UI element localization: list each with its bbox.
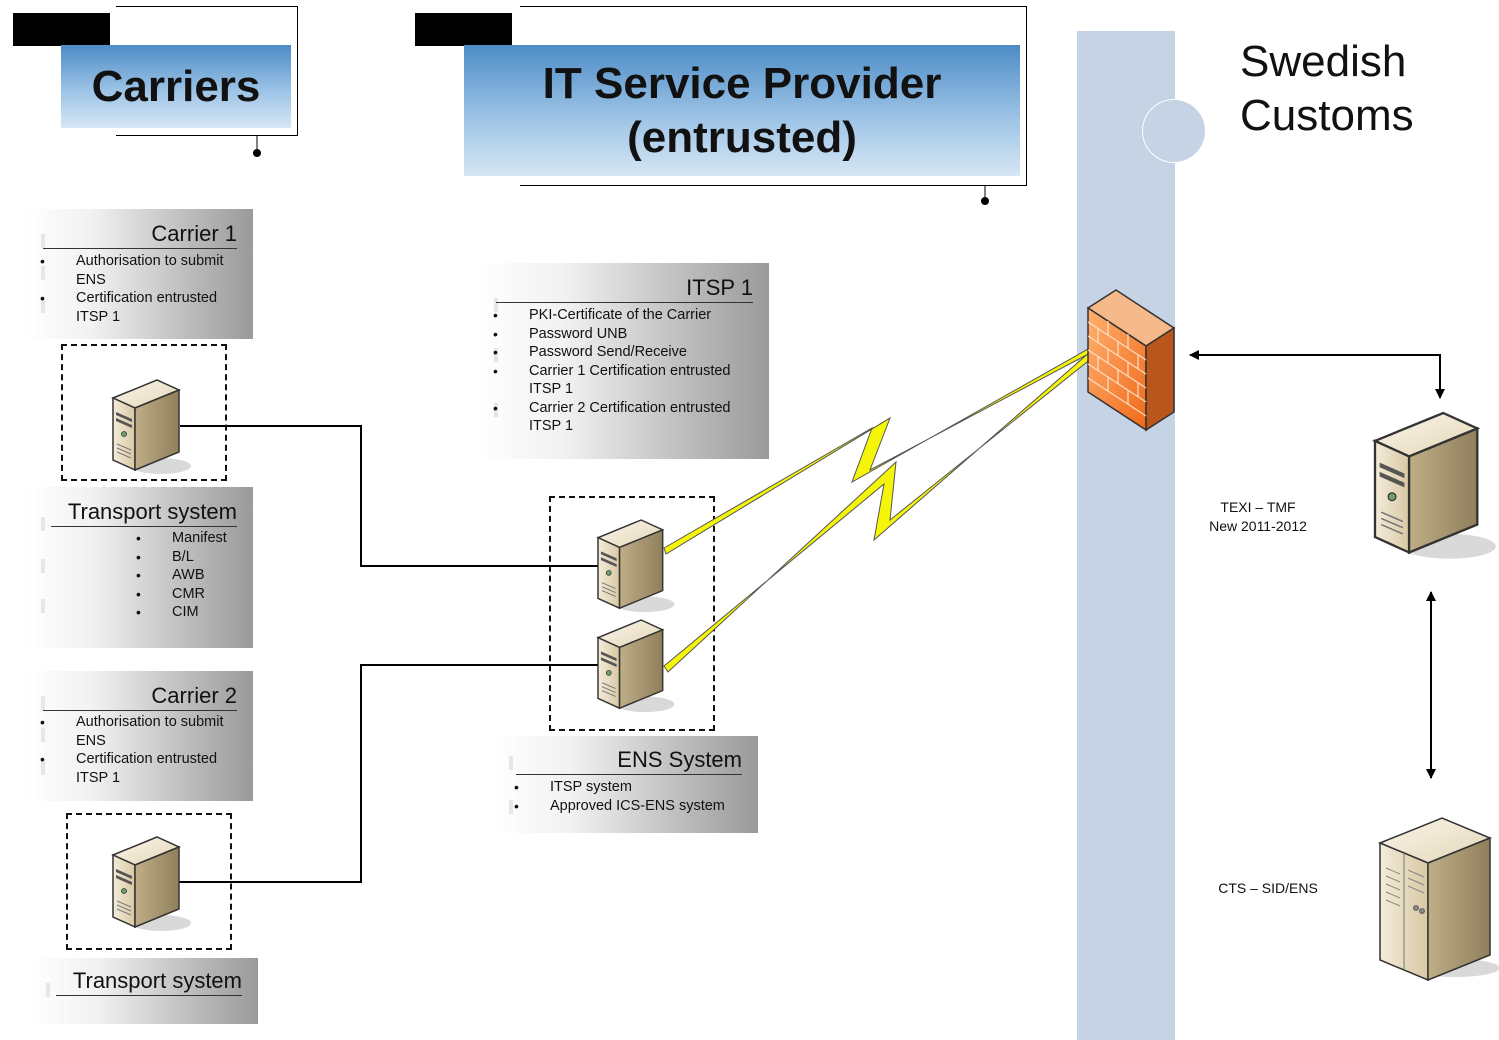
list-item: B/L: [136, 548, 252, 567]
list-item: Certification entrusted ITSP 1: [40, 289, 241, 326]
list-item: CMR: [136, 585, 252, 604]
transport1-box: Transport system Manifest B/L AWB CMR CI…: [25, 487, 253, 648]
list-item: PKI-Certificate of the Carrier: [493, 306, 759, 325]
itsp-title-line2: (entrusted): [627, 112, 857, 162]
ens-system-list: ITSP system Approved ICS-ENS system: [514, 778, 750, 816]
customs-title-line1: Swedish: [1240, 37, 1407, 86]
customs-circle: [1142, 99, 1206, 163]
list-item: Certification entrusted ITSP 1: [40, 750, 241, 787]
itsp1-title: ITSP 1: [496, 275, 753, 303]
cts-server-icon: [1378, 817, 1499, 982]
carrier2-box: Carrier 2 Authorisation to submit ENS Ce…: [25, 671, 253, 801]
firewall-icon: [1086, 289, 1176, 432]
transport1-title: Transport system: [51, 499, 237, 527]
list-item: ITSP system: [514, 778, 750, 797]
connector-carrier2: [176, 664, 602, 883]
transport2-title: Transport system: [56, 968, 242, 996]
transport2-box: Transport system: [30, 958, 258, 1024]
customs-title: Swedish Customs: [1240, 35, 1414, 143]
itsp-title-line1: IT Service Provider: [542, 58, 942, 108]
carrier2-title: Carrier 2: [43, 683, 237, 711]
carrier1-server-icon: [112, 379, 192, 475]
itsp-title: IT Service Provider (entrusted): [464, 45, 1020, 176]
transport1-list: Manifest B/L AWB CMR CIM: [136, 529, 252, 622]
carrier1-box: Carrier 1 Authorisation to submit ENS Ce…: [25, 209, 253, 339]
list-item: Carrier 1 Certification entrusted ITSP 1: [493, 362, 747, 399]
itsp-black-tab: [415, 13, 512, 46]
carrier1-title: Carrier 1: [43, 221, 237, 249]
list-item: CIM: [136, 603, 252, 622]
carriers-black-tab: [13, 13, 110, 46]
carriers-title-text: Carriers: [91, 61, 261, 111]
list-item: Carrier 2 Certification entrusted ITSP 1: [493, 399, 747, 436]
list-item: Authorisation to submit ENS: [40, 713, 241, 750]
customs-band: [1077, 31, 1175, 1040]
list-item: Password UNB: [493, 325, 759, 344]
ens-system-box: ENS System ITSP system Approved ICS-ENS …: [493, 736, 758, 833]
carrier1-list: Authorisation to submit ENS Certificatio…: [40, 252, 241, 326]
list-item: Authorisation to submit ENS: [40, 252, 241, 289]
ens-server-lower-icon: [597, 619, 676, 713]
carriers-title: Carriers: [61, 45, 291, 128]
texi-label-line1: TEXI – TMF: [1220, 499, 1296, 515]
customs-title-line2: Customs: [1240, 91, 1414, 140]
cts-label: CTS – SID/ENS: [1218, 880, 1318, 896]
itsp-frame: [520, 6, 1027, 186]
list-item: Manifest: [136, 529, 252, 548]
connector-carrier1: [180, 425, 602, 567]
itsp1-list: PKI-Certificate of the Carrier Password …: [493, 306, 759, 436]
texi-label-line2: New 2011-2012: [1209, 518, 1307, 534]
texi-label: TEXI – TMF New 2011-2012: [1190, 498, 1326, 536]
ens-server-upper-icon: [597, 519, 676, 613]
list-item: Password Send/Receive: [493, 343, 759, 362]
carrier1-server-frame: [61, 344, 227, 481]
list-item: Approved ICS-ENS system: [514, 797, 750, 816]
ens-server-frame: [549, 496, 715, 731]
texi-server-icon: [1373, 411, 1498, 560]
ens-system-title: ENS System: [516, 747, 742, 775]
list-item: AWB: [136, 566, 252, 585]
itsp1-box: ITSP 1 PKI-Certificate of the Carrier Pa…: [478, 263, 769, 459]
carrier2-list: Authorisation to submit ENS Certificatio…: [40, 713, 241, 787]
carrier2-server-icon: [112, 836, 192, 932]
carriers-frame: [116, 6, 298, 136]
